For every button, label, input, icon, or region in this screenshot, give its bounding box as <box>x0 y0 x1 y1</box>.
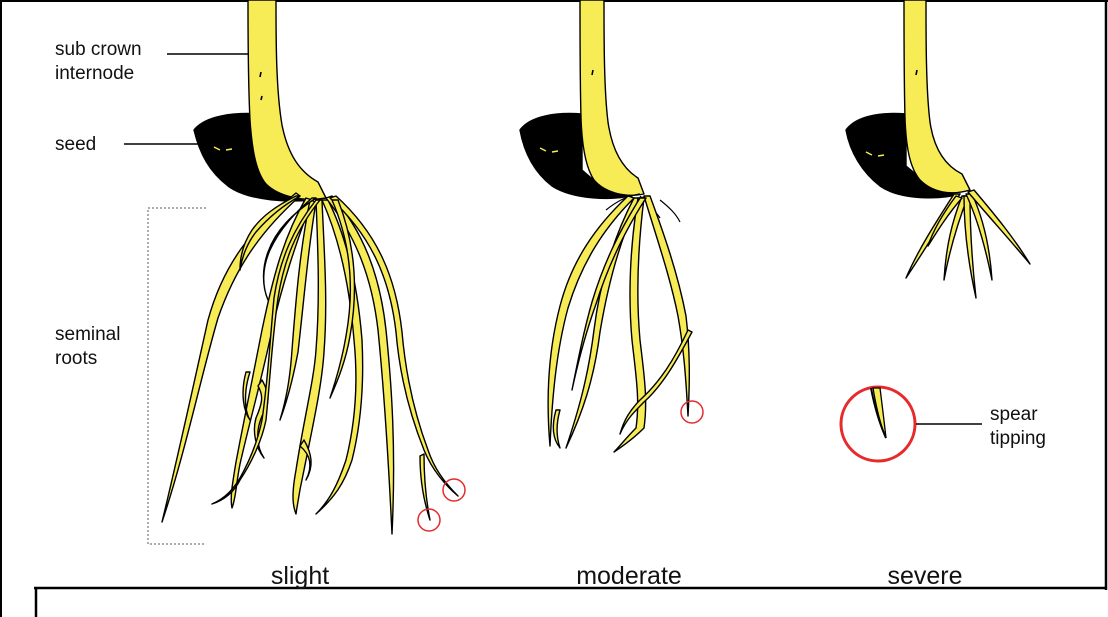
plant-moderate <box>520 0 692 452</box>
caption-moderate: moderate <box>576 562 682 590</box>
caption-severe: severe <box>887 562 962 590</box>
label-seminal-line1: seminal <box>55 324 120 345</box>
highlight-circle-slight-1 <box>443 479 465 501</box>
highlight-circle-moderate <box>681 401 703 423</box>
magnified-spear-tip <box>873 388 886 438</box>
plant-slight <box>162 0 458 534</box>
spear-tip-highlights <box>418 387 915 531</box>
label-seminal-line2: roots <box>55 348 97 369</box>
root-slight-1 <box>162 193 300 522</box>
label-sub-crown-line2: internode <box>55 63 134 84</box>
stem-moderate <box>580 0 644 195</box>
caption-slight: slight <box>271 562 329 590</box>
stem-severe <box>904 0 970 193</box>
root-moderate-7 <box>553 410 560 448</box>
label-spear-line1: spear <box>990 404 1038 425</box>
root-moderate-4 <box>644 196 689 416</box>
label-seed: seed <box>55 134 96 155</box>
stem-slight <box>248 0 326 199</box>
root-severe-5 <box>968 190 1030 264</box>
plant-severe <box>846 0 1030 298</box>
root-moderate-6 <box>620 330 692 434</box>
label-spear-line2: tipping <box>990 428 1046 449</box>
label-sub-crown-line1: sub crown <box>55 39 142 60</box>
